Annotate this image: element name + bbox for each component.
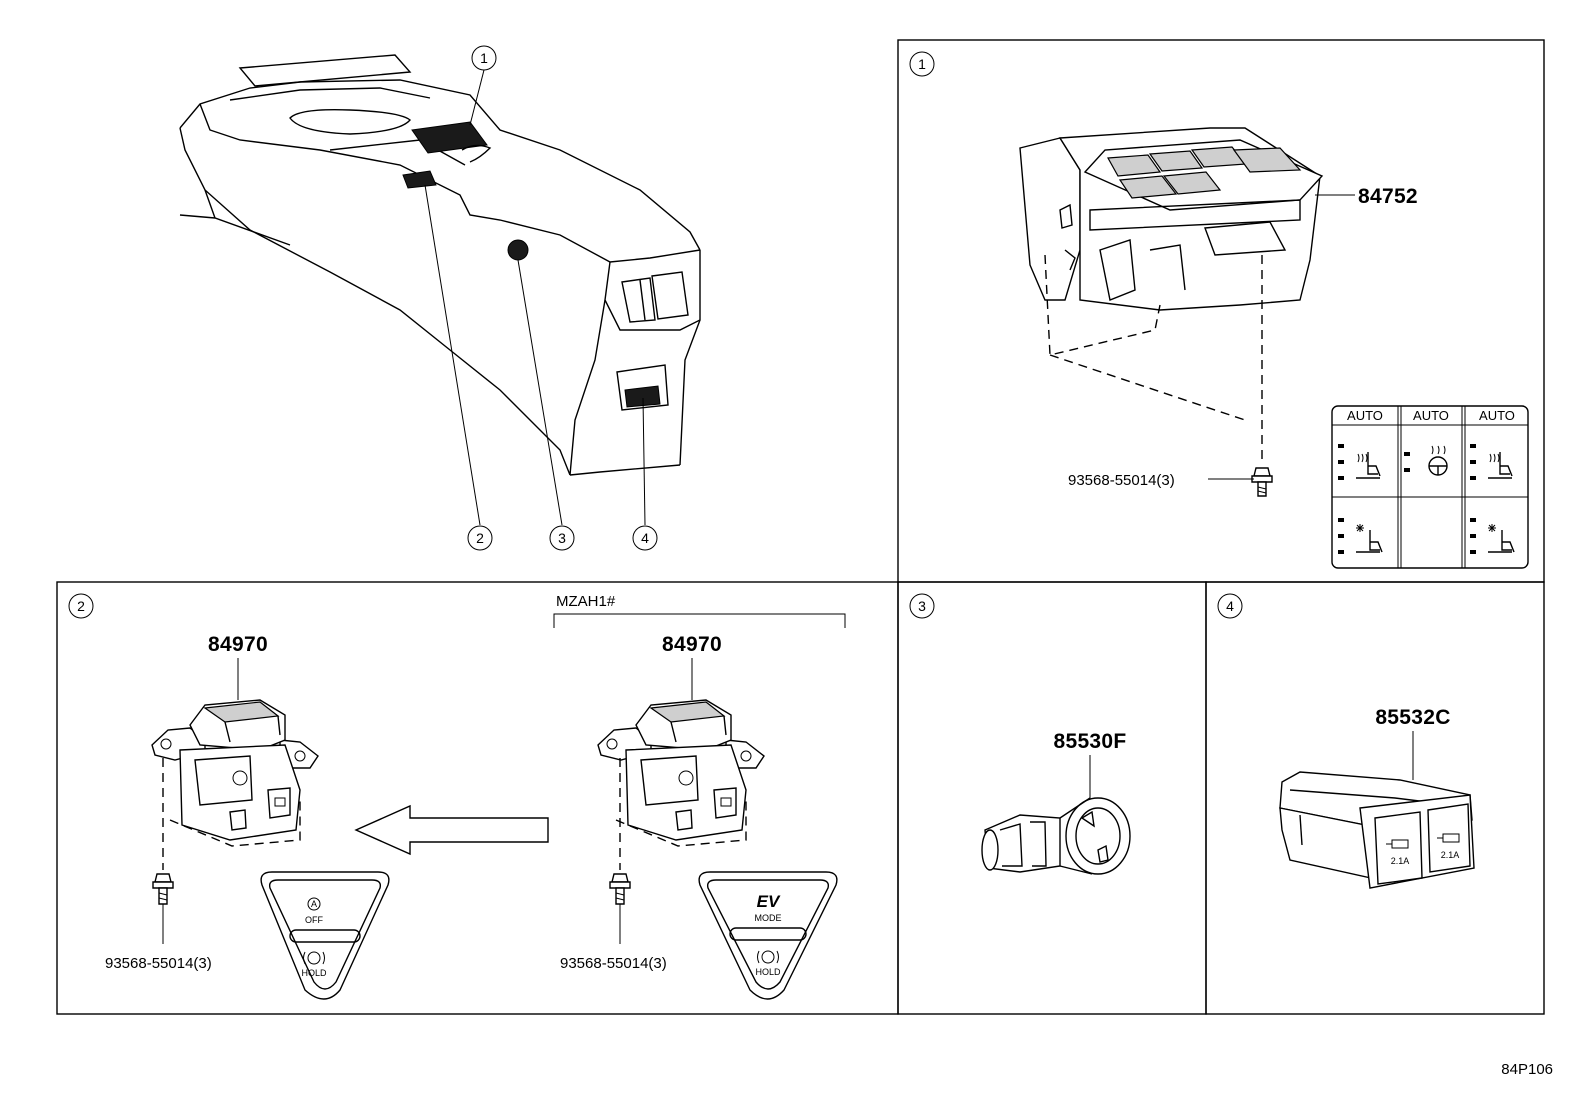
- svg-text:A: A: [311, 899, 317, 909]
- ev-mode-cap: EV MODE HOLD: [698, 871, 838, 1000]
- power-outlet-socket: [981, 797, 1131, 875]
- auto-label-1: AUTO: [1347, 408, 1383, 423]
- screw-icon: [152, 873, 174, 905]
- panel-1-callout: 1: [918, 56, 926, 72]
- svg-text:4: 4: [641, 530, 649, 546]
- ev-switch-right: [597, 699, 765, 841]
- auto-label-3: AUTO: [1479, 408, 1515, 423]
- part-number-85530F: 85530F: [1053, 730, 1126, 753]
- overview-callout-4: 4: [632, 525, 658, 551]
- part-number-84970-right: 84970: [662, 633, 722, 656]
- seat-heater-icon: [1356, 452, 1381, 479]
- panel-1: 1 84752: [909, 51, 1529, 569]
- cap-ev-label: EV: [757, 892, 781, 911]
- cap-off-label: OFF: [305, 915, 323, 925]
- figure-code: 84P106: [1501, 1061, 1553, 1078]
- usb-charger-module: 2.1A 2.1A: [1279, 771, 1475, 889]
- overview-callout-2: 2: [467, 525, 493, 551]
- cap-hold-label-left: HOLD: [301, 968, 327, 978]
- switch-module-84752: [1019, 127, 1324, 311]
- console-overview: [179, 54, 701, 526]
- seat-ventilation-icon: [1356, 524, 1383, 553]
- ev-switch-left: [151, 699, 319, 841]
- usb-port-icon: [1437, 833, 1460, 843]
- steering-heater-icon: [1428, 445, 1448, 476]
- panel-3-callout: 3: [918, 598, 926, 614]
- arrow-left-icon: [354, 804, 549, 856]
- part-number-84970-left: 84970: [208, 633, 268, 656]
- auto-hold-cap: A OFF HOLD: [260, 871, 390, 1000]
- seat-ventilation-icon: [1488, 524, 1515, 553]
- panel-frames: [56, 39, 1545, 1015]
- svg-text:2: 2: [476, 530, 484, 546]
- screw-icon: [1251, 467, 1273, 497]
- screw-part-number-p2-left: 93568-55014(3): [105, 955, 212, 972]
- svg-text:1: 1: [480, 50, 488, 66]
- part-number-85532C: 85532C: [1375, 706, 1450, 729]
- overview-callout-1: 1: [471, 45, 497, 71]
- usb-port-icon: [1386, 839, 1409, 849]
- usb-port-label-1: 2.1A: [1391, 856, 1410, 866]
- cap-mode-label: MODE: [755, 913, 782, 923]
- seat-heater-icon: [1488, 452, 1513, 479]
- panel-3: 3 85530F: [909, 593, 1131, 875]
- panel-2: 2 MZAH1# 84970: [68, 593, 846, 1000]
- screw-part-number-p1: 93568-55014(3): [1068, 472, 1175, 489]
- svg-text:3: 3: [558, 530, 566, 546]
- overview-callout-3: 3: [549, 525, 575, 551]
- switch-face-detail: AUTO AUTO AUTO: [1331, 405, 1529, 569]
- auto-label-2: AUTO: [1413, 408, 1449, 423]
- auto-hold-icon: [303, 951, 325, 965]
- cap-hold-label-right: HOLD: [755, 967, 781, 977]
- panel-4: 4 85532C 2.1A 2.1A: [1217, 593, 1475, 889]
- usb-port-label-2: 2.1A: [1441, 850, 1460, 860]
- screw-part-number-p2-right: 93568-55014(3): [560, 955, 667, 972]
- panel-2-callout: 2: [77, 598, 85, 614]
- screw-icon: [609, 873, 631, 905]
- part-number-84752: 84752: [1358, 185, 1418, 208]
- auto-hold-icon: [757, 950, 779, 964]
- panel-4-callout: 4: [1226, 598, 1234, 614]
- variant-label: MZAH1#: [556, 593, 616, 610]
